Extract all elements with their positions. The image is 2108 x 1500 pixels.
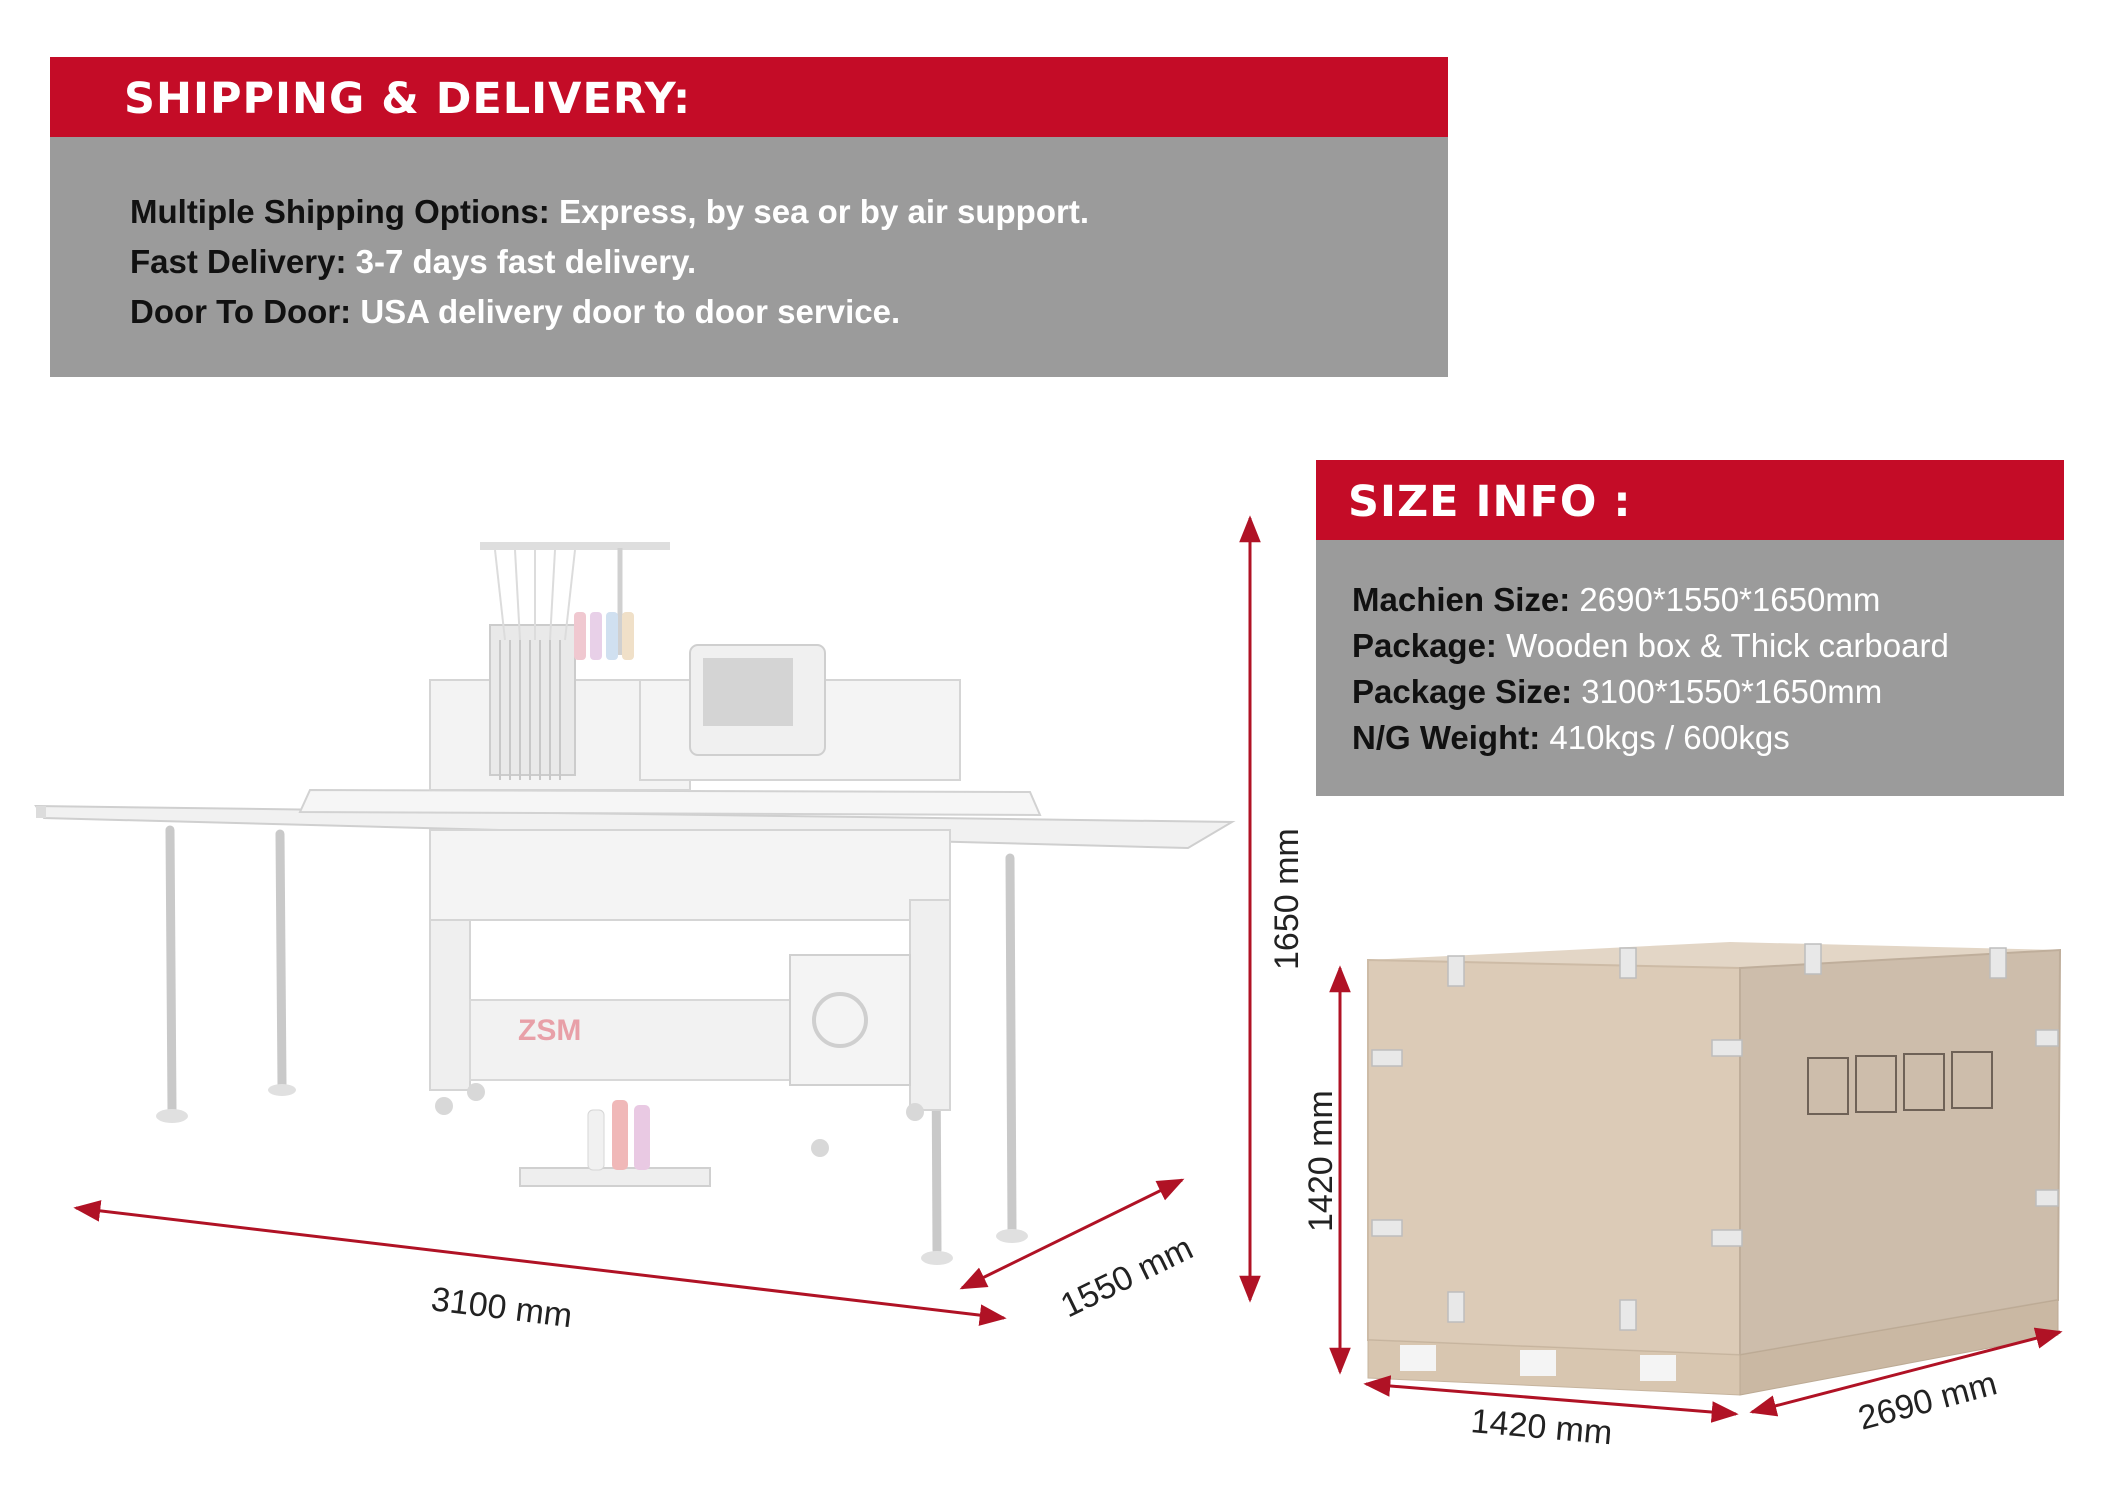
door-to-door-row: Door To Door: USA delivery door to door … (130, 287, 1448, 337)
weight-label: N/G Weight: (1352, 719, 1541, 756)
shipping-info-panel: Multiple Shipping Options: Express, by s… (50, 137, 1448, 377)
machine-depth-label: 1550 mm (1055, 1229, 1199, 1325)
embroidery-machine-image: ZSM (34, 542, 1236, 1265)
machine-size-row: Machien Size: 2690*1550*1650mm (1352, 577, 2064, 623)
machine-width-label: 3100 mm (429, 1280, 574, 1335)
door-to-door-value: USA delivery door to door service. (360, 293, 901, 330)
dimension-arrows (73, 515, 2063, 1423)
package-label: Package: (1352, 627, 1497, 664)
package-size-value: 3100*1550*1650mm (1581, 673, 1883, 710)
shipping-option-label: Multiple Shipping Options: (130, 193, 550, 230)
shipping-option-value: Express, by sea or by air support. (558, 193, 1089, 230)
fast-delivery-label: Fast Delivery: (130, 243, 347, 280)
package-size-row: Package Size: 3100*1550*1650mm (1352, 669, 2064, 715)
fast-delivery-value: 3-7 days fast delivery. (355, 243, 697, 280)
shipping-option-row: Multiple Shipping Options: Express, by s… (130, 187, 1448, 237)
package-value: Wooden box & Thick carboard (1506, 627, 1949, 664)
shipping-title: SHIPPING & DELIVERY: (50, 57, 1448, 137)
machine-height-label: 1650 mm (1268, 828, 1306, 970)
package-size-label: Package Size: (1352, 673, 1573, 710)
fast-delivery-row: Fast Delivery: 3-7 days fast delivery. (130, 237, 1448, 287)
crate-width-label: 1420 mm (1469, 1402, 1614, 1452)
package-row: Package: Wooden box & Thick carboard (1352, 623, 2064, 669)
size-info-panel: Machien Size: 2690*1550*1650mm Package: … (1316, 540, 2064, 796)
machine-size-label: Machien Size: (1352, 581, 1571, 618)
crate-height-label: 1420 mm (1302, 1090, 1340, 1232)
machine-brand-label: ZSM (518, 1014, 581, 1047)
door-to-door-label: Door To Door: (130, 293, 352, 330)
weight-value: 410kgs / 600kgs (1549, 719, 1790, 756)
weight-row: N/G Weight: 410kgs / 600kgs (1352, 715, 2064, 761)
wooden-crate-image (1367, 942, 2062, 1396)
machine-size-value: 2690*1550*1650mm (1579, 581, 1881, 618)
size-info-title: SIZE INFO : (1316, 460, 2064, 540)
crate-length-label: 2690 mm (1854, 1364, 2001, 1437)
